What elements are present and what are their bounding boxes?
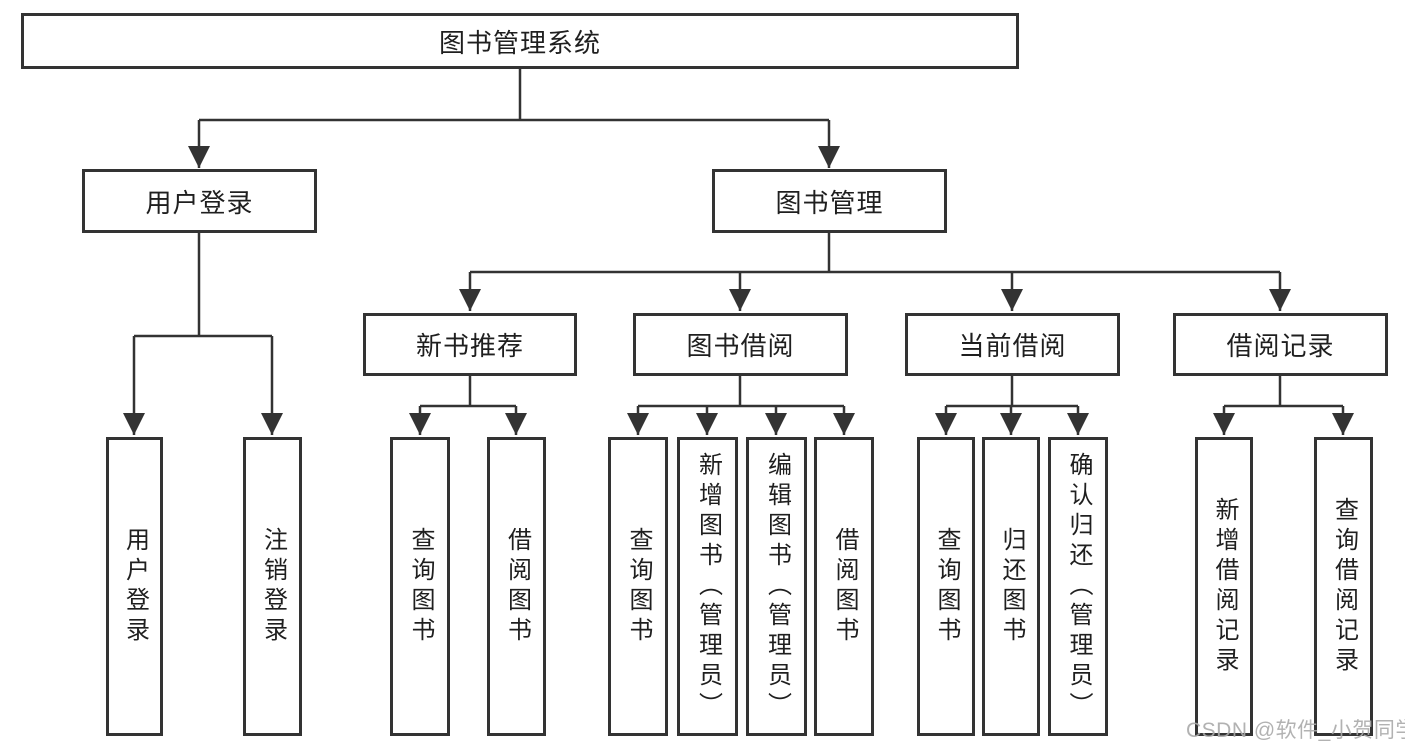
leaf-confirm-return-admin: 确认归还（管理员） [1048, 437, 1108, 736]
node-borrowing-records: 借阅记录 [1173, 313, 1388, 376]
leaf-add-borrow-record-label: 新增借阅记录 [1211, 496, 1238, 677]
leaf-query-books-recommend-label: 查询图书 [407, 526, 434, 647]
leaf-user-login: 用户登录 [106, 437, 163, 736]
leaf-return-books-label: 归还图书 [998, 526, 1025, 647]
leaf-query-books-borrowing-label: 查询图书 [625, 526, 652, 647]
leaf-user-login-label: 用户登录 [121, 526, 149, 647]
book-borrowing-children-connectors [627, 376, 855, 435]
node-book-borrowing: 图书借阅 [633, 313, 848, 376]
leaf-query-books-borrowing: 查询图书 [608, 437, 668, 736]
user-login-children-connectors [123, 233, 283, 435]
leaf-edit-book-admin: 编辑图书（管理员） [746, 437, 807, 736]
leaf-return-books: 归还图书 [982, 437, 1040, 736]
node-user-login: 用户登录 [82, 169, 317, 233]
node-library-management-system: 图书管理系统 [21, 13, 1019, 69]
node-new-book-recommend: 新书推荐 [363, 313, 577, 376]
leaf-add-book-admin: 新增图书（管理员） [677, 437, 738, 736]
book-management-children-connectors [459, 233, 1291, 311]
leaf-logout: 注销登录 [243, 437, 302, 736]
new-book-recommend-children-connectors [409, 376, 527, 435]
leaf-add-borrow-record: 新增借阅记录 [1195, 437, 1253, 736]
csdn-watermark: CSDN @软件_小贺同学 [1186, 719, 1405, 742]
root-to-level2-connectors [188, 69, 840, 168]
current-borrowing-children-connectors [935, 376, 1089, 435]
leaf-query-books-recommend: 查询图书 [390, 437, 450, 736]
leaf-edit-book-admin-label: 编辑图书（管理员） [763, 451, 791, 722]
leaf-query-books-current-label: 查询图书 [933, 526, 960, 647]
leaf-borrow-books-borrowing-label: 借阅图书 [831, 526, 858, 647]
node-book-management: 图书管理 [712, 169, 947, 233]
leaf-query-books-current: 查询图书 [917, 437, 975, 736]
leaf-confirm-return-admin-label: 确认归还（管理员） [1065, 451, 1092, 722]
leaf-logout-label: 注销登录 [259, 526, 287, 647]
leaf-add-book-admin-label: 新增图书（管理员） [694, 451, 722, 722]
borrowing-records-children-connectors [1213, 376, 1354, 435]
leaf-borrow-books-recommend-label: 借阅图书 [503, 526, 531, 647]
leaf-query-borrow-record: 查询借阅记录 [1314, 437, 1373, 736]
leaf-query-borrow-record-label: 查询借阅记录 [1330, 496, 1358, 677]
leaf-borrow-books-borrowing: 借阅图书 [814, 437, 874, 736]
node-current-borrowing: 当前借阅 [905, 313, 1120, 376]
leaf-borrow-books-recommend: 借阅图书 [487, 437, 546, 736]
